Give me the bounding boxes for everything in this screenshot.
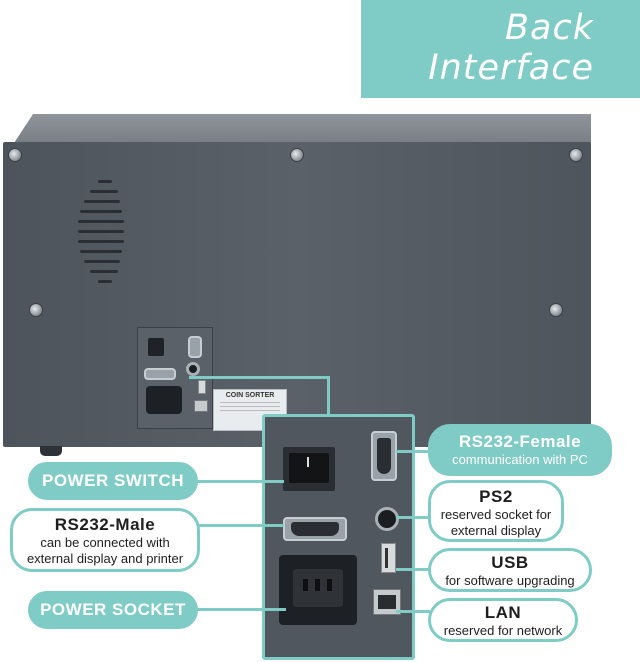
callout-subtitle: reserved socket for <box>440 507 552 522</box>
callout-subtitle: external display <box>450 523 542 538</box>
screw <box>29 303 43 317</box>
iec-power-socket-icon <box>279 555 357 625</box>
usb-port-icon <box>381 543 396 573</box>
db9-female-port-icon <box>188 336 202 358</box>
callout-title: RS232-Male <box>54 515 156 534</box>
callout-lan: LAN reserved for network <box>428 598 578 642</box>
callout-subtitle: communication with PC <box>452 452 588 467</box>
callout-title: USB <box>491 553 529 572</box>
callout-subtitle: external display and printer <box>26 551 184 566</box>
screw <box>549 303 563 317</box>
pointer-line <box>396 610 430 613</box>
power-rocker-switch-icon <box>283 447 335 491</box>
zoom-leader-line <box>327 376 330 416</box>
callout-title: POWER SWITCH <box>42 471 184 490</box>
callout-subtitle: reserved for network <box>443 623 563 638</box>
pointer-line <box>198 524 284 527</box>
callout-rs232-female: RS232-Female communication with PC <box>428 424 612 476</box>
screw <box>569 148 583 162</box>
usb-port-icon <box>198 380 206 394</box>
screw <box>290 148 304 162</box>
callout-usb: USB for software upgrading <box>428 548 592 592</box>
callout-title: RS232-Female <box>458 432 582 451</box>
power-rocker-switch-icon <box>148 338 164 356</box>
banner-line-2: Interface <box>428 48 594 88</box>
pointer-line <box>396 516 430 519</box>
ventilation-grille <box>76 180 136 290</box>
callout-power-socket: POWER SOCKET <box>28 591 198 629</box>
db9-female-port-icon <box>371 431 397 481</box>
ps2-port-icon <box>375 507 399 531</box>
pointer-line <box>196 608 286 611</box>
callout-ps2: PS2 reserved socket for external display <box>428 480 564 542</box>
ps2-port-icon <box>186 362 200 376</box>
pointer-line <box>396 568 430 571</box>
device-foot <box>40 446 62 456</box>
pointer-line <box>196 480 284 483</box>
callout-title: LAN <box>484 603 522 622</box>
zoomed-port-panel <box>262 414 415 660</box>
callout-title: PS2 <box>479 487 513 506</box>
back-interface-banner: Back Interface <box>361 0 640 98</box>
zoom-leader-line <box>189 376 329 379</box>
callout-title: POWER SOCKET <box>40 600 186 619</box>
device-label-title: COIN SORTER <box>225 392 275 399</box>
callout-subtitle: for software upgrading <box>445 573 575 588</box>
iec-power-socket-icon <box>146 386 182 414</box>
rj45-lan-port-icon <box>194 400 208 412</box>
callout-subtitle: can be connected with <box>40 535 170 550</box>
banner-line-1: Back <box>505 8 594 48</box>
screw <box>8 148 22 162</box>
pointer-line <box>396 450 430 453</box>
callout-power-switch: POWER SWITCH <box>28 462 198 500</box>
db9-male-port-icon <box>144 368 176 380</box>
db9-male-port-icon <box>283 517 347 541</box>
callout-rs232-male: RS232-Male can be connected with externa… <box>10 508 200 572</box>
